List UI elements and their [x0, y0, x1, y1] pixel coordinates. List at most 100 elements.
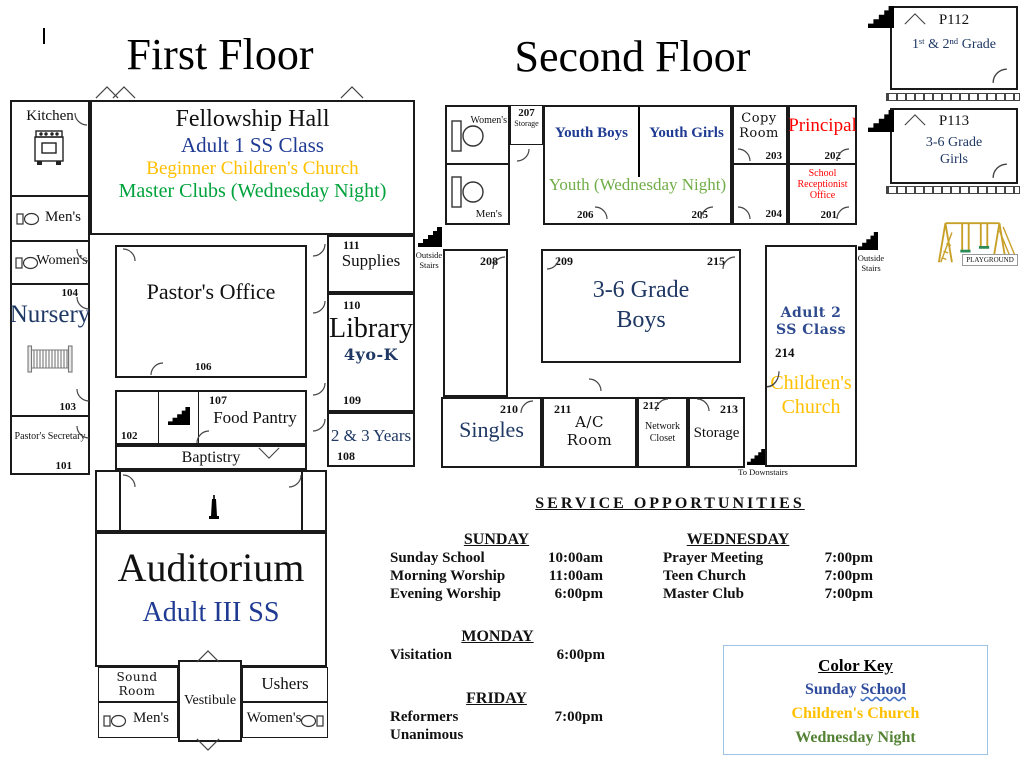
toilet-icon	[450, 117, 484, 155]
room-pastors-secretary: Pastor's Secretary 101	[12, 417, 88, 473]
stove-icon	[34, 130, 64, 166]
platform-wall-right	[301, 472, 303, 530]
door-swing-icon	[904, 12, 926, 25]
room-mens-first: Men's	[12, 197, 88, 242]
adult2-label: Adult 2 SS Class	[775, 305, 847, 338]
room-number-214: 214	[775, 345, 795, 360]
door-arc-icon	[122, 474, 136, 488]
room-208: 208	[443, 249, 508, 397]
door-swing-icon	[904, 113, 926, 126]
fellowship-beginner-label: Beginner Children's Church	[146, 158, 359, 179]
stairs-icon	[747, 449, 765, 465]
door-arc-icon	[312, 382, 326, 396]
toilet-icon	[450, 173, 484, 211]
door-arc-icon	[122, 248, 136, 262]
service-name: Prayer Meeting	[663, 550, 764, 566]
room-102: 102	[117, 392, 159, 443]
wednesday-header: WEDNESDAY	[686, 531, 790, 548]
room-baptistry: Baptistry	[115, 445, 307, 470]
second-floor-title: Second Floor	[514, 31, 751, 81]
to-downstairs-label: To Downstairs	[738, 467, 788, 477]
services-title: SERVICE OPPORTUNITIES	[535, 495, 805, 512]
door-swing-icon	[196, 650, 220, 663]
room-singles: 210 Singles	[441, 397, 542, 468]
door-arc-icon	[836, 206, 850, 220]
color-key-wednesday: Wednesday Night	[795, 729, 916, 746]
service-name: Unanimous	[390, 727, 464, 743]
service-name: Evening Worship	[390, 586, 502, 602]
portable-p113: P113 3-6 Grade Girls	[890, 108, 1018, 184]
library-4yok-label: 4yo-K	[343, 345, 399, 364]
stairs-icon	[858, 232, 878, 250]
room-number-210: 210	[500, 402, 518, 416]
room-principal: Principal 202	[788, 107, 857, 165]
door-swing-icon	[112, 86, 136, 99]
service-time: 11:00am	[548, 568, 603, 584]
room-number-213: 213	[720, 402, 738, 416]
door-arc-icon	[76, 296, 90, 310]
door-arc-icon	[588, 378, 602, 392]
door-arc-icon	[76, 388, 90, 402]
toilet-icon	[298, 713, 324, 729]
room-principal-col: Principal 202 School Receptionist Office…	[788, 105, 857, 225]
mens-lower-label: Men's	[132, 710, 170, 726]
youth-wednesday-label: Youth (Wednesday Night)	[548, 175, 727, 194]
youth-girls-label: Youth Girls	[649, 125, 724, 141]
kitchen-label: Kitchen	[26, 108, 74, 124]
pastors-secretary-label: Pastor's Secretary	[14, 431, 86, 442]
room-number-107: 107	[209, 393, 227, 407]
podium-icon	[205, 494, 223, 526]
door-arc-icon	[766, 370, 780, 388]
room-library: 110 Library 4yo-K 109	[327, 293, 415, 412]
room-number-211: 211	[554, 402, 572, 416]
playground-label: PLAYGROUND	[962, 254, 1018, 266]
room-number-104: 104	[61, 287, 79, 299]
page-mark	[43, 28, 45, 44]
door-arc-icon	[992, 163, 1008, 179]
service-row: Visitation 6:00pm	[390, 646, 605, 664]
door-arc-icon	[312, 300, 326, 314]
room-number-109: 109	[343, 393, 361, 407]
fellowship-masterclubs-label: Master Clubs (Wednesday Night)	[118, 180, 387, 202]
door-arc-icon	[196, 430, 210, 444]
food-pantry-label: Food Pantry	[213, 408, 297, 427]
vestibule-label: Vestibule	[183, 693, 237, 708]
door-swing-icon	[340, 86, 364, 99]
service-name: Teen Church	[663, 568, 746, 584]
p113-grade-label: 3-6 Grade Girls	[925, 135, 983, 167]
p112-grade-label: 1ˢᵗ & 2ⁿᵈ Grade	[911, 37, 996, 52]
toilet-icon	[15, 255, 41, 271]
color-key-childrens-church: Children's Church	[791, 705, 920, 722]
room-pastors-office: Pastor's Office 106	[115, 245, 307, 378]
auditorium-label: Auditorium	[117, 545, 305, 590]
service-name: Master Club	[663, 586, 744, 602]
toilet-icon	[16, 211, 42, 227]
crib-icon	[27, 343, 73, 375]
sound-room-label: Sound Room	[116, 669, 158, 698]
room-ushers: Ushers	[242, 667, 328, 702]
fellowship-adult1-label: Adult 1 SS Class	[181, 133, 324, 157]
service-time: 6:00pm	[556, 647, 605, 663]
room-auditorium: Auditorium Adult III SS	[95, 532, 327, 667]
door-swing-icon	[258, 447, 280, 460]
monday-header: MONDAY	[461, 628, 534, 645]
room-number-102: 102	[121, 430, 138, 442]
ac-room-label: A/C Room	[566, 413, 613, 449]
room-nursery: 104 Nursery 103	[10, 285, 90, 417]
stairs-icon	[868, 110, 894, 132]
stairs-icon	[868, 6, 894, 28]
mens-second-label: Men's	[475, 208, 502, 220]
service-name: Visitation	[390, 647, 452, 663]
room-204: 204	[734, 165, 786, 223]
baptistry-label: Baptistry	[181, 448, 241, 466]
services-wednesday: WEDNESDAY Prayer Meeting 7:00pm Teen Chur…	[663, 531, 873, 603]
network-closet-label: Network Closet	[645, 421, 680, 444]
room-number-201: 201	[820, 209, 838, 221]
room-number-106: 106	[195, 361, 212, 373]
service-time: 7:00pm	[824, 586, 873, 602]
sunday-header: SUNDAY	[463, 531, 530, 548]
